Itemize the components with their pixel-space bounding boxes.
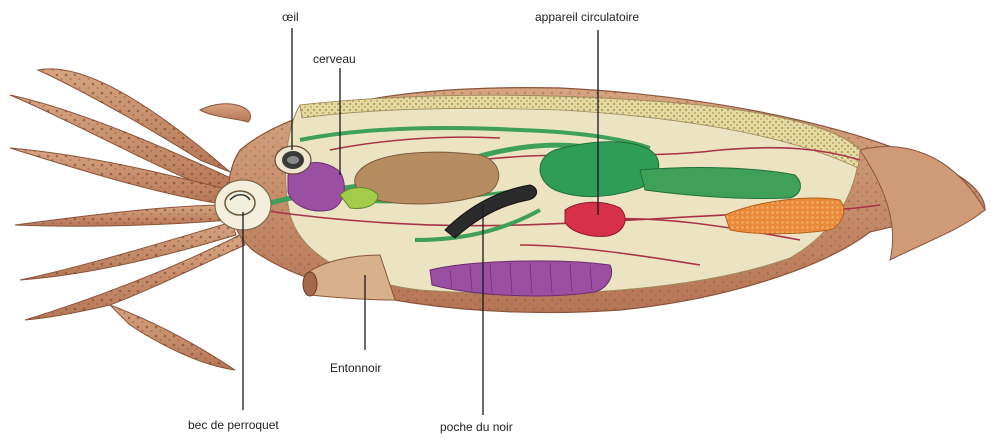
label-poche-du-noir: poche du noir: [440, 420, 513, 434]
label-oeil: œil: [282, 10, 299, 24]
label-appareil-circulatoire: appareil circulatoire: [535, 10, 639, 24]
eye: [275, 146, 311, 174]
label-bec-de-perroquet: bec de perroquet: [188, 418, 279, 432]
label-cerveau: cerveau: [313, 52, 356, 66]
arms: [10, 69, 251, 370]
label-entonnoir: Entonnoir: [330, 361, 381, 375]
gill: [430, 261, 612, 296]
